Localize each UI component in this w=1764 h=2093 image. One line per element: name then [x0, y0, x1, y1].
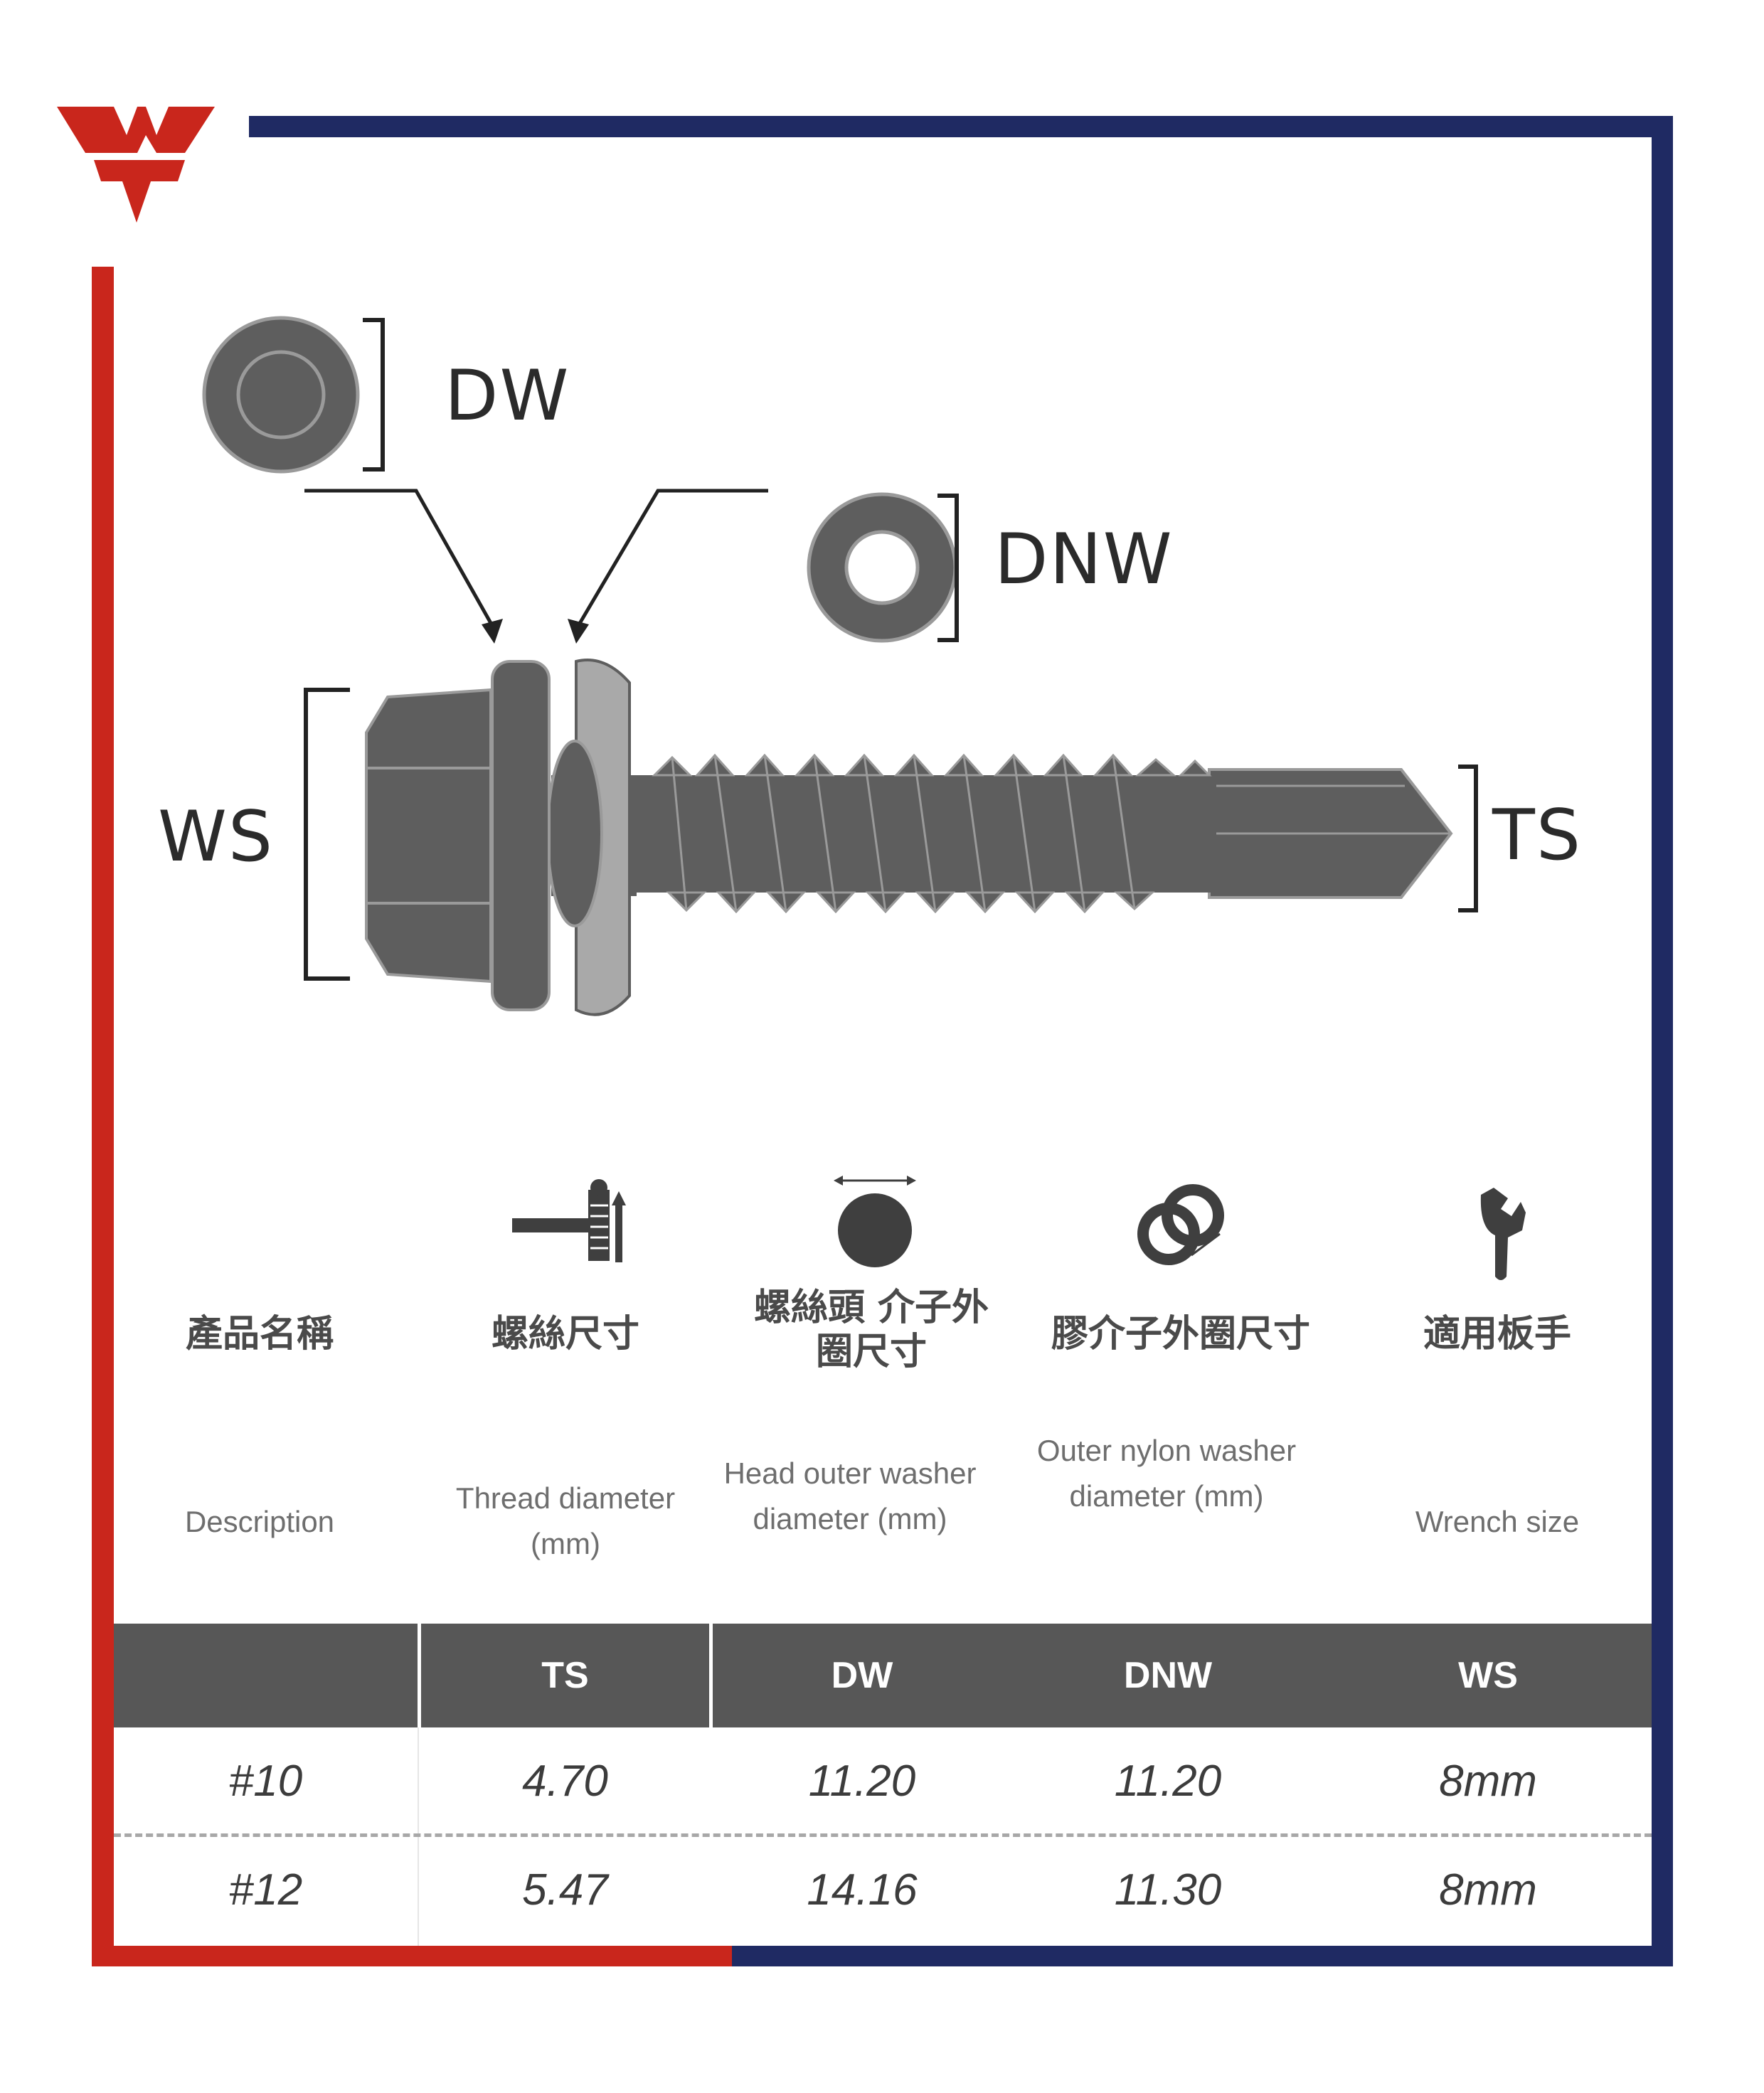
col-description-zh: 產品名稱	[185, 1313, 334, 1356]
table-cell: 14.16	[807, 1865, 918, 1914]
dnw-bracket	[937, 494, 959, 642]
frame-left-border	[92, 267, 114, 1966]
col-nylon-washer-en: Outer nylon washer diameter (mm)	[1036, 1434, 1297, 1513]
nylon-washer-diameter-icon	[1137, 1184, 1224, 1265]
table-header-dnw: DNW	[1123, 1655, 1213, 1696]
col-head-washer-en: Head outer washer diameter (mm)	[723, 1456, 977, 1535]
wrench-icon	[1480, 1188, 1526, 1280]
table-cell: #10	[228, 1757, 303, 1806]
brand-logo-icon	[57, 107, 215, 223]
col-wrench-zh: 適用板手	[1423, 1313, 1571, 1356]
dw-pointer-line	[304, 489, 496, 631]
nylon-washer-icon	[807, 492, 957, 643]
table-cell: 11.20	[1114, 1757, 1222, 1806]
thread-lines	[671, 755, 1136, 912]
hex-head	[365, 688, 492, 984]
table-cell: 11.20	[808, 1757, 916, 1806]
table-cell: 8mm	[1439, 1865, 1537, 1914]
dnw-label: DNW	[994, 519, 1174, 600]
table-header-cell	[114, 1624, 418, 1727]
frame-bottom-border-red	[92, 1946, 732, 1966]
frame-top-border	[249, 116, 1673, 137]
table-header-ts: TS	[541, 1655, 589, 1696]
col-wrench-en: Wrench size	[1415, 1505, 1580, 1538]
ts-bracket	[1458, 765, 1478, 912]
dw-bracket	[363, 318, 385, 472]
col-thread-en: Thread diameter (mm)	[455, 1481, 676, 1560]
table-header-dw: DW	[831, 1655, 893, 1696]
ws-bracket	[304, 688, 350, 981]
head-washer-diameter-icon	[834, 1176, 916, 1267]
table-cell: 11.30	[1114, 1865, 1222, 1914]
col-nylon-washer-zh: 膠介子外圈尺寸	[1051, 1313, 1310, 1356]
frame-right-border	[1652, 116, 1673, 1966]
row-divider	[114, 1833, 1652, 1837]
head-washer-icon	[202, 316, 360, 474]
screw-diagram	[202, 316, 1478, 1016]
ts-label: TS	[1492, 795, 1583, 876]
screw-flange	[491, 660, 551, 1011]
dnw-pointer-line	[574, 489, 768, 631]
table-header-ws: WS	[1458, 1655, 1518, 1696]
frame-bottom-border-navy	[732, 1946, 1673, 1966]
table-cell: 8mm	[1439, 1757, 1537, 1806]
thread-gauge-icon	[512, 1179, 626, 1262]
col-description-en: Description	[184, 1505, 335, 1538]
dw-label: DW	[445, 356, 570, 437]
table-header: TS DW DNW WS	[114, 1624, 1652, 1727]
table-cell: #12	[228, 1865, 303, 1914]
ws-label: WS	[158, 797, 275, 878]
col-head-washer-zh: 螺絲頭 介子外圈尺寸	[753, 1287, 989, 1373]
table-cell: 5.47	[522, 1865, 608, 1914]
col-thread-zh: 螺絲尺寸	[491, 1313, 639, 1356]
table-cell: 4.70	[522, 1757, 608, 1806]
